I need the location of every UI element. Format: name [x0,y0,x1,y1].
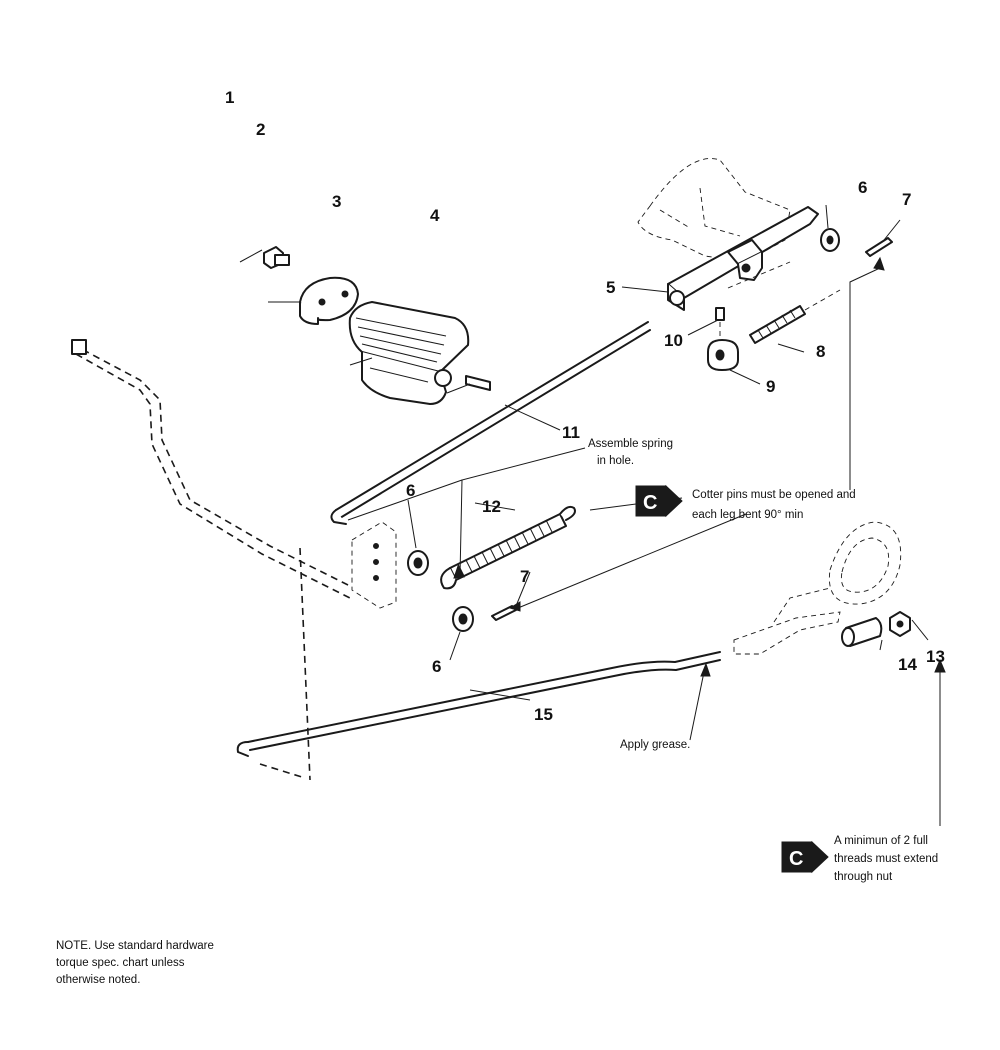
callout-numbers: 1 2 3 4 5 6 7 8 9 10 11 12 6 7 6 15 14 1… [225,88,945,724]
callout-13: 13 [926,647,945,666]
callout-10: 10 [664,331,683,350]
pedal-bracket-plate [351,521,397,609]
brake-band-assembly [733,521,902,655]
note-thread-extension: A minimun of 2 full threads must extend … [834,835,938,883]
svg-text:each leg bent 90° min: each leg bent 90° min [692,509,803,521]
svg-text:Cotter pins must be opened and: Cotter pins must be opened and [692,489,856,501]
part-5-pivot-arm [667,206,819,311]
callout-9: 9 [766,377,775,396]
callout-11: 11 [562,423,580,442]
part-3-pedal-pad [348,301,470,405]
callout-1: 1 [225,88,234,107]
arrowheads [453,256,946,677]
part-10-set-screw [715,307,725,340]
callout-15: 15 [534,705,553,724]
callout-6-top: 6 [858,178,867,197]
part-7-cotter-pin-top [865,237,893,257]
note-assemble-spring: Assemble spring in hole. [588,438,673,467]
caution-c-icon: C [781,840,829,874]
pedal-arm-dashed-outline [71,339,351,781]
note-cotter-pins: Cotter pins must be opened and each leg … [692,489,856,521]
part-9-collar [707,339,739,371]
svg-text:in hole.: in hole. [597,455,634,467]
svg-text:through nut: through nut [834,871,893,883]
part-15-long-rod [236,651,721,757]
callout-2: 2 [256,120,265,139]
callout-7-bottom: 7 [520,567,529,586]
note-apply-grease: Apply grease. [620,739,690,751]
svg-text:A minimun of 2 full: A minimun of 2 full [834,835,928,847]
part-13-nut [889,611,911,637]
part-11-rod [330,321,651,525]
note-torque-spec: NOTE. Use standard hardware torque spec.… [56,940,214,986]
svg-text:C: C [789,848,803,870]
caution-c-icon: C [635,484,683,518]
svg-text:NOTE. Use standard hardware: NOTE. Use standard hardware [56,940,214,952]
callout-3: 3 [332,192,341,211]
part-6-washer-bottom [452,606,474,632]
part-12-extension-spring [440,505,576,590]
part-2-plate [299,276,359,325]
leader-lines [239,204,941,826]
callout-12: 12 [482,497,501,516]
callout-5: 5 [606,278,615,297]
svg-text:Assemble spring: Assemble spring [588,438,673,450]
callout-6-bottom: 6 [432,657,441,676]
callout-4: 4 [430,206,440,225]
part-6-washer-left [407,550,429,576]
callout-14: 14 [898,655,917,674]
svg-text:otherwise noted.: otherwise noted. [56,974,140,986]
part-6-washer-top [820,228,840,252]
svg-text:C: C [643,492,657,514]
callout-6-left: 6 [406,481,415,500]
part-8-spring [749,289,841,344]
svg-text:torque spec. chart unless: torque spec. chart unless [56,957,185,969]
svg-text:threads must extend: threads must extend [834,853,938,865]
part-1-bolt [263,246,290,269]
callout-7-top: 7 [902,190,911,209]
part-14-bushing [841,617,883,647]
callout-8: 8 [816,342,825,361]
svg-text:Apply grease.: Apply grease. [620,739,690,751]
part-4-pin [465,375,491,391]
